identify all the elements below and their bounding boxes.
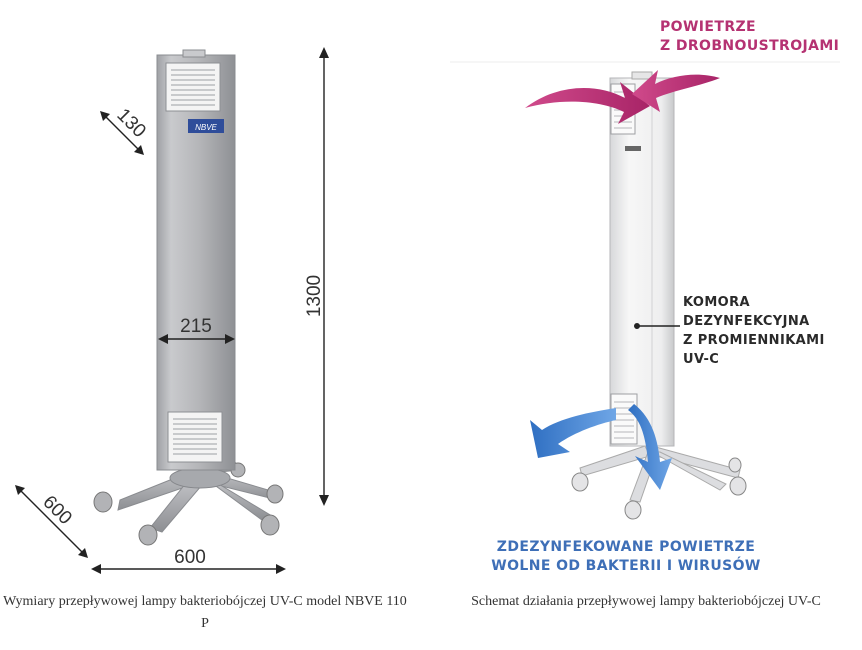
lamp-column: NBVE xyxy=(156,49,236,471)
label-top-line-1: POWIETRZE xyxy=(660,19,757,35)
label-bottom-line-1: ZDEZYNFEKOWANE POWIETRZE xyxy=(496,539,756,555)
label-disinfection-chamber: KOMORA DEZYNFEKCYJNA Z PROMIENNIKAMI UV-… xyxy=(683,293,825,369)
label-contaminated-air: POWIETRZE Z DROBNOUSTROJAMI xyxy=(660,18,839,56)
dimension-height: 1300 xyxy=(304,47,329,506)
dimension-depth: 130 xyxy=(100,105,150,155)
chamber-leader xyxy=(634,323,680,329)
dimension-width: 215 xyxy=(158,316,235,344)
label-mid-line-2: DEZYNFEKCYJNA xyxy=(683,314,810,329)
base-depth-label: 600 xyxy=(38,492,75,529)
caption-operation: Schemat działania przepływowej lampy bak… xyxy=(471,594,821,609)
dimension-base-depth: 600 xyxy=(15,485,88,558)
depth-label: 130 xyxy=(112,105,149,142)
brand-logo xyxy=(188,119,224,133)
label-mid-line-1: KOMORA xyxy=(683,295,751,310)
base-width-label: 600 xyxy=(174,547,206,568)
inflow-arrow xyxy=(525,70,720,124)
lamp-dimensions-drawing: NBVE 130 215 1300 600 xyxy=(15,47,329,574)
outflow-arrow xyxy=(530,404,672,490)
control-panel xyxy=(625,146,641,151)
caption-dimensions: Wymiary przepływowej lampy bakteriobójcz… xyxy=(3,594,407,631)
height-label: 1300 xyxy=(304,275,325,317)
operation-figure: POWIETRZE Z DROBNOUSTROJAMI KOMORA DEZYN… xyxy=(420,0,862,650)
label-disinfected-air: ZDEZYNFEKOWANE POWIETRZE WOLNE OD BAKTER… xyxy=(420,538,832,576)
width-label: 215 xyxy=(180,316,212,337)
airflow-diagram xyxy=(450,61,840,520)
brand-logo-text: NBVE xyxy=(195,123,217,132)
lamp-base xyxy=(117,461,279,533)
label-top-line-2: Z DROBNOUSTROJAMI xyxy=(660,38,840,54)
device-base xyxy=(571,445,747,520)
dimensions-figure: NBVE 130 215 1300 600 xyxy=(0,0,420,650)
label-bottom-line-2: WOLNE OD BAKTERII I WIRUSÓW xyxy=(491,558,761,574)
dimension-base-width: 600 xyxy=(91,547,286,574)
label-mid-line-4: UV-C xyxy=(683,352,720,367)
label-mid-line-3: Z PROMIENNIKAMI xyxy=(683,333,825,348)
device-column xyxy=(609,71,675,447)
